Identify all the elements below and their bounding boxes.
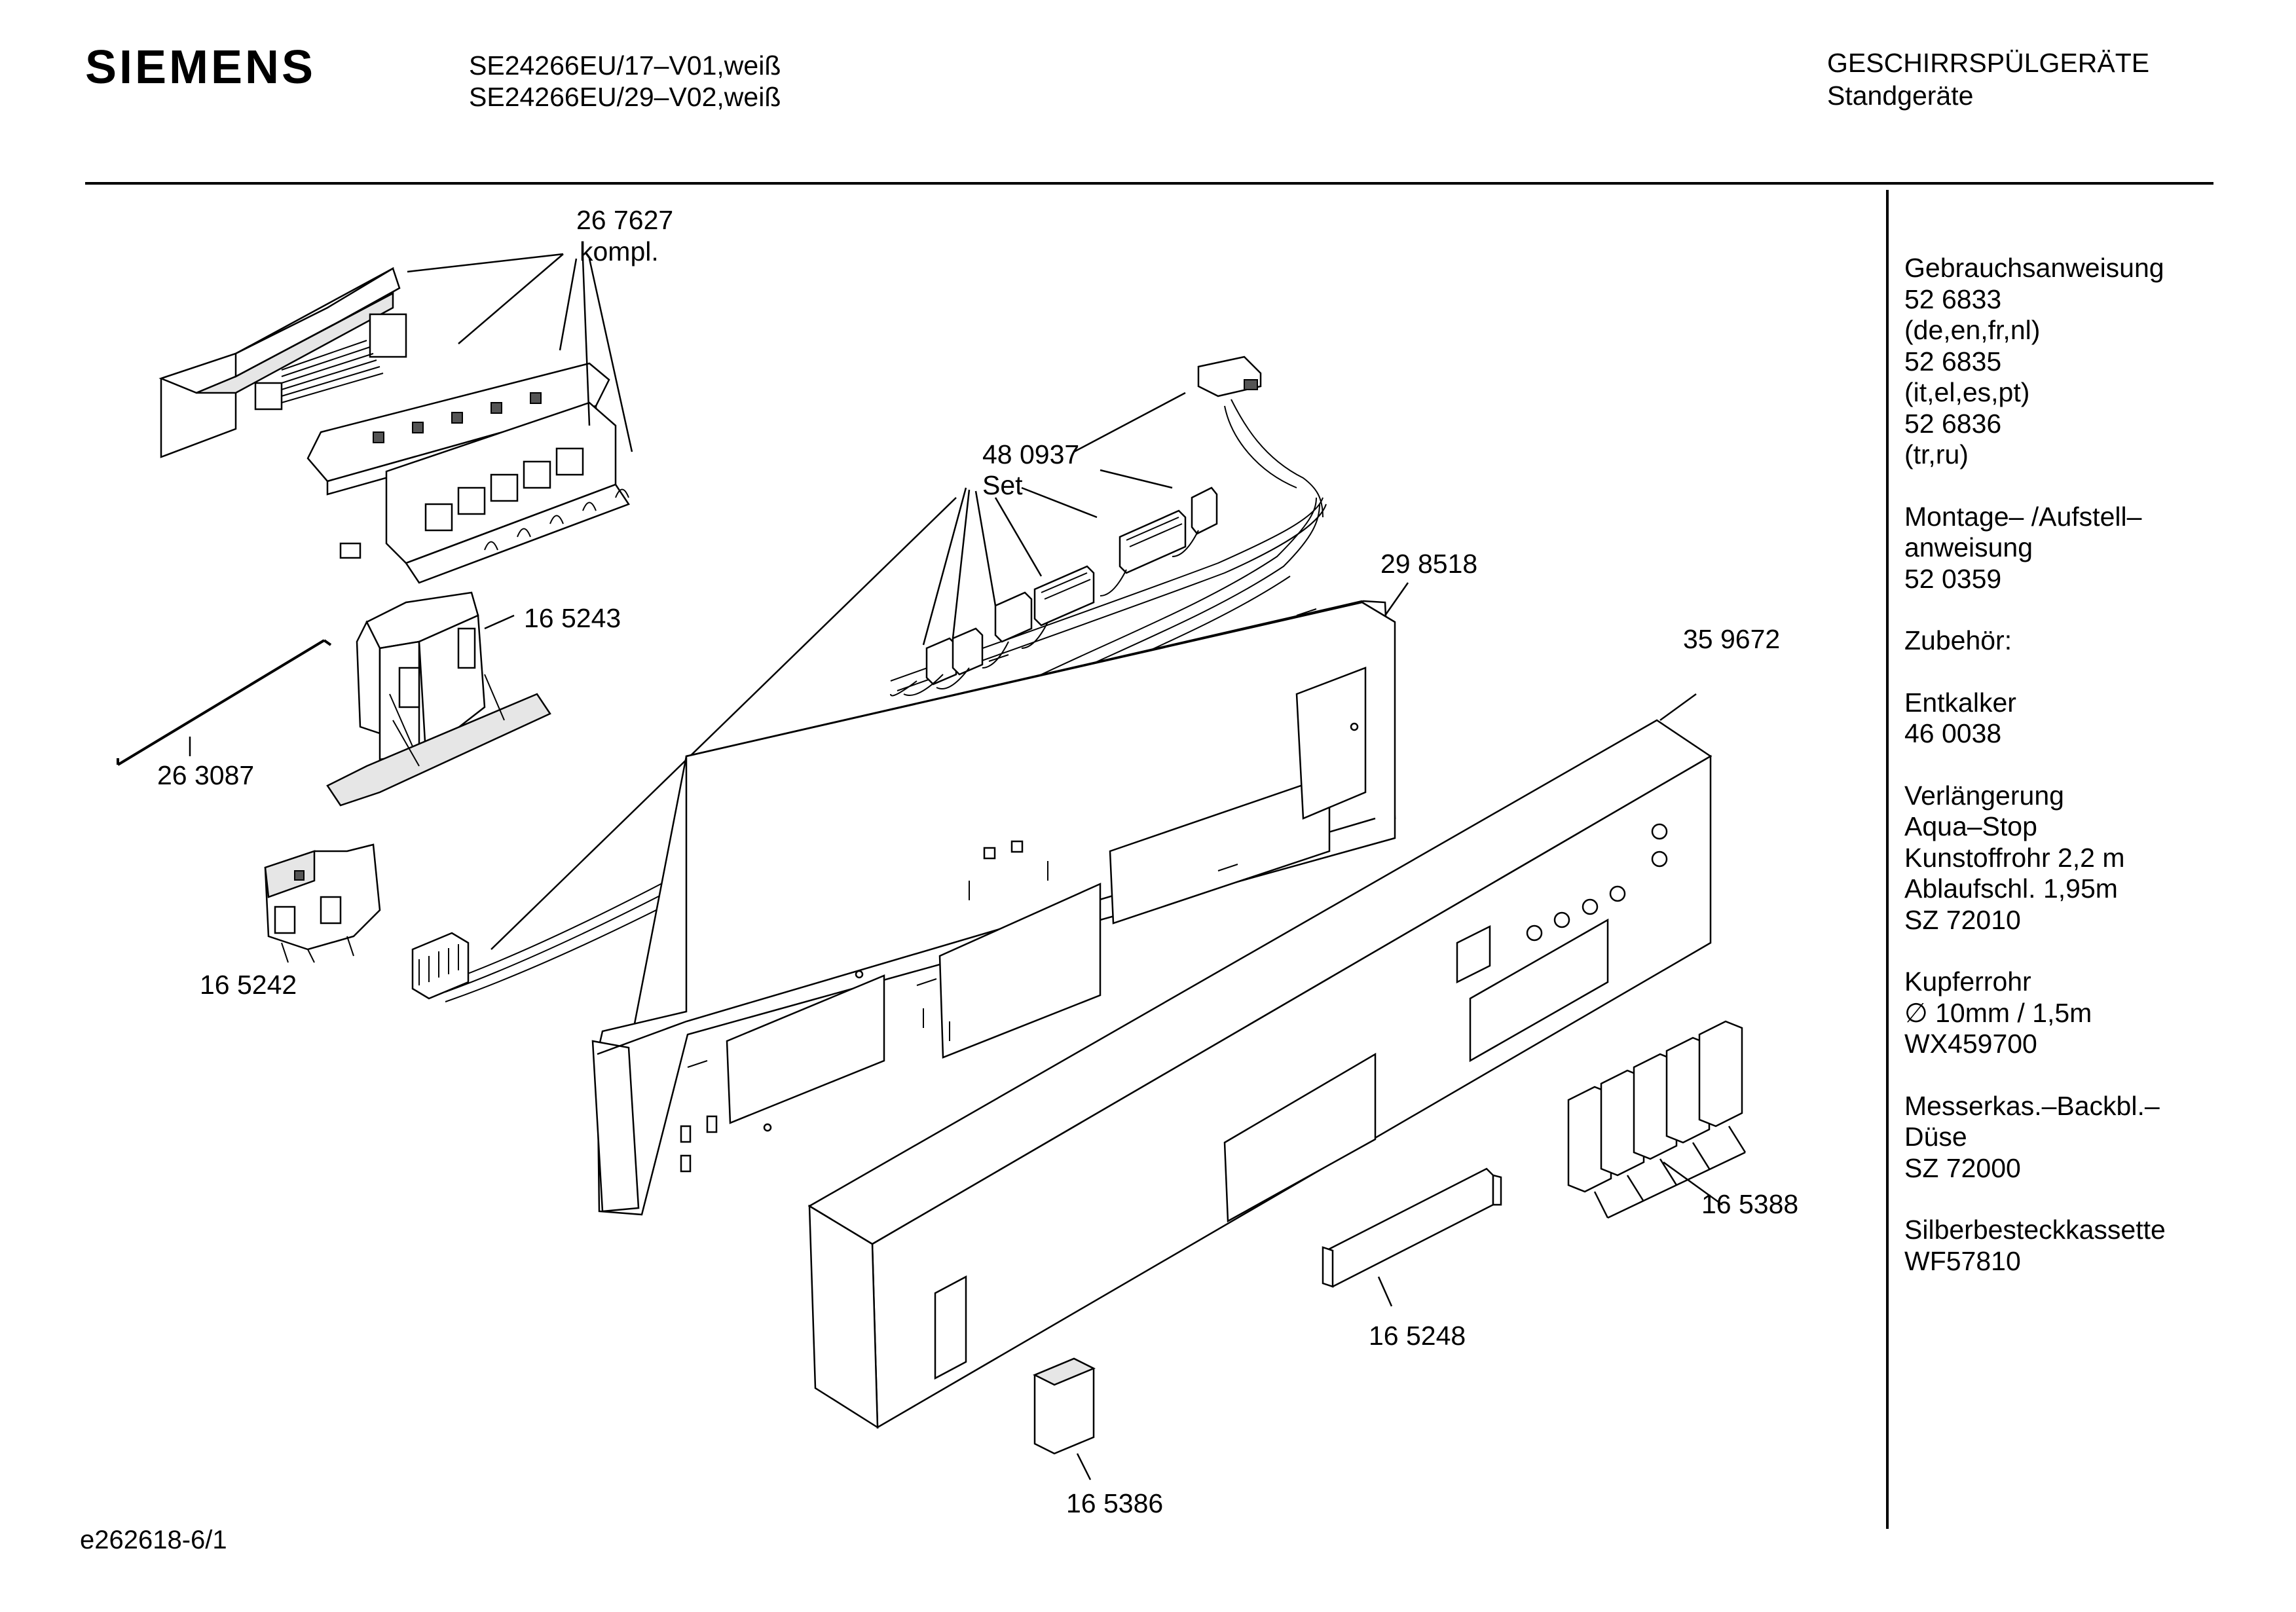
control-module-assembly: [158, 253, 633, 584]
sidebar-line: Kunstoffrohr 2,2 m: [1904, 842, 2125, 873]
pressure-switch: [264, 843, 381, 963]
sidebar-line: (tr,ru): [1904, 439, 1969, 469]
sidebar-line: Zubehör:: [1904, 625, 2012, 655]
sidebar-line: 52 6833: [1904, 284, 2002, 314]
label-267627-note: kompl.: [580, 236, 659, 266]
label-298518: 29 8518: [1380, 549, 1477, 579]
sidebar-line: 46 0038: [1904, 718, 2002, 748]
sidebar-line: ∅ 10mm / 1,5m: [1904, 997, 2092, 1028]
sidebar-line: SZ 72010: [1904, 904, 2021, 935]
sidebar-line: 52 6836: [1904, 408, 2002, 439]
sidebar-line: Messerkas.–Backbl.–: [1904, 1090, 2160, 1121]
sidebar-line: Montage– /Aufstell–: [1904, 501, 2142, 532]
label-165242: 16 5242: [200, 970, 297, 1000]
connecting-rod: [117, 639, 332, 766]
sidebar-line: 52 6835: [1904, 346, 2002, 376]
sidebar-divider: [1886, 190, 1889, 1529]
sidebar-line: Düse: [1904, 1122, 1967, 1152]
sidebar-line: (de,en,fr,nl): [1904, 315, 2041, 345]
label-165386: 16 5386: [1066, 1488, 1163, 1518]
sidebar-line: SZ 72000: [1904, 1152, 2021, 1183]
sidebar-line: Aqua–Stop: [1904, 811, 2037, 841]
programme-buttons: [1567, 1020, 1747, 1219]
sidebar-line: Entkalker: [1904, 687, 2016, 718]
sidebar-line: WF57810: [1904, 1245, 2021, 1276]
sidebar-line: WX459700: [1904, 1029, 2037, 1059]
front-fascia: [807, 693, 1713, 1429]
selector-knob: [1032, 1357, 1096, 1480]
wire-harness-set: [411, 356, 1327, 1002]
brand-logo: SIEMENS: [85, 41, 316, 94]
drawing-id: e262618-6/1: [80, 1526, 227, 1554]
sidebar-line: anweisung: [1904, 532, 2033, 562]
header-divider: [85, 182, 2213, 185]
sidebar-line: Silberbesteckkassette: [1904, 1215, 2166, 1245]
sidebar-line: Gebrauchsanweisung: [1904, 253, 2164, 283]
label-263087: 26 3087: [157, 760, 254, 790]
subcategory-title: Standgeräte: [1827, 81, 1974, 111]
label-165388: 16 5388: [1701, 1189, 1798, 1219]
label-480937: 48 0937: [982, 439, 1079, 469]
sidebar-line: Kupferrohr: [1904, 966, 2031, 997]
label-267627: 26 7627: [576, 205, 673, 235]
category-title: GESCHIRRSPÜLGERÄTE: [1827, 48, 2150, 78]
label-480937-note: Set: [982, 470, 1023, 500]
label-165248: 16 5248: [1369, 1321, 1466, 1351]
trim-strip: [1322, 1167, 1502, 1307]
model-line-2: SE24266EU/29–V02,weiß: [469, 82, 781, 112]
label-359672: 35 9672: [1683, 624, 1780, 654]
control-panel-frame: [591, 582, 1409, 1216]
sidebar-line: (it,el,es,pt): [1904, 377, 2030, 407]
sidebar-line: Verlängerung: [1904, 780, 2064, 811]
model-line-1: SE24266EU/17–V01,weiß: [469, 50, 781, 81]
sidebar-group: Zubehör:: [1904, 625, 2271, 657]
sidebar-line: 52 0359: [1904, 563, 2002, 594]
label-165243: 16 5243: [524, 603, 621, 633]
door-lock-actuator: [326, 591, 551, 807]
sidebar-line: Ablaufschl. 1,95m: [1904, 873, 2118, 904]
